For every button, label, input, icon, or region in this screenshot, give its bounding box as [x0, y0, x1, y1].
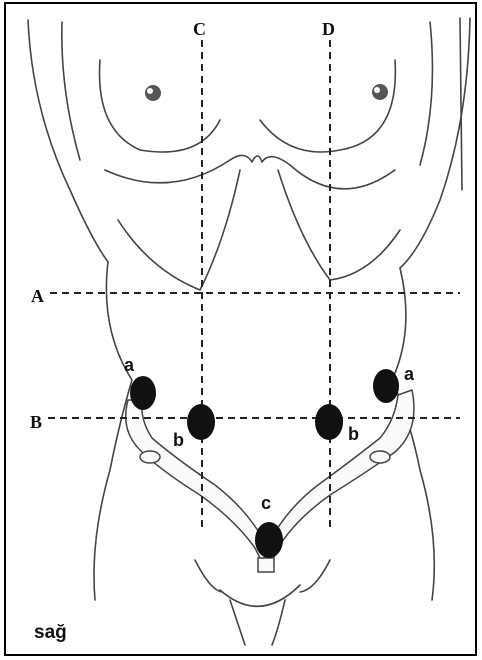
port-b-left-side: [315, 404, 343, 440]
label-a-right-side: a: [124, 355, 135, 375]
label-b-right-side: b: [173, 430, 184, 450]
port-c-midline: [255, 522, 283, 558]
line-b-label: B: [30, 412, 42, 432]
port-b-right-side: [187, 404, 215, 440]
line-d-label: D: [322, 19, 335, 39]
label-b-left-side: b: [348, 424, 359, 444]
port-a-right-side: [130, 376, 156, 410]
symphysis: [258, 558, 274, 572]
port-a-left-side: [373, 369, 399, 403]
label-c: c: [261, 493, 271, 513]
label-a-left-side: a: [404, 364, 415, 384]
side-label: sağ: [34, 622, 67, 643]
line-a-label: A: [31, 286, 44, 306]
left-nipple: [372, 84, 388, 100]
right-nipple: [145, 85, 161, 101]
line-c-label: C: [193, 19, 206, 39]
